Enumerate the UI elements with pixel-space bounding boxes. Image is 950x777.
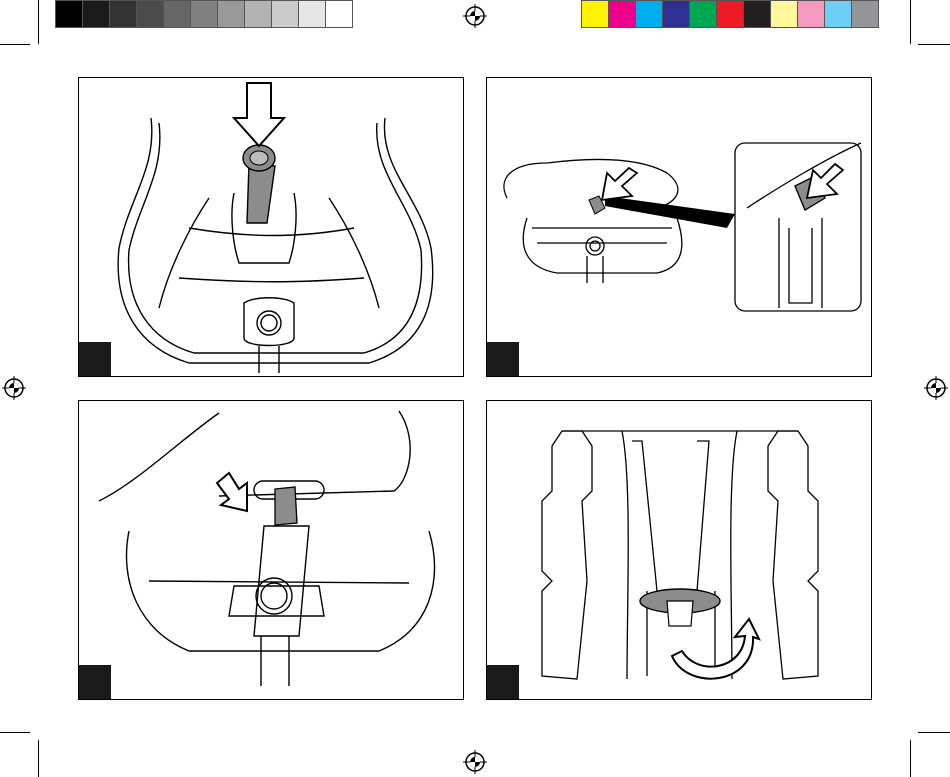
color-swatch [109, 0, 137, 28]
step-badge [79, 342, 111, 376]
push-arrow-icon [217, 473, 247, 511]
grayscale-calibration-bar [56, 0, 353, 30]
crop-mark [910, 740, 911, 777]
registration-mark-icon [463, 750, 487, 774]
registration-mark-icon [2, 376, 26, 400]
color-swatch [770, 0, 798, 28]
color-swatch [271, 0, 299, 28]
crop-mark [918, 44, 950, 45]
step-4-panel [486, 400, 872, 700]
step-1-panel [78, 77, 464, 377]
color-swatch [55, 0, 83, 28]
crop-mark [38, 0, 39, 44]
color-swatch [608, 0, 636, 28]
color-swatch [743, 0, 771, 28]
registration-mark-icon [924, 376, 948, 400]
press-diagonal-arrow-icon [602, 168, 637, 200]
step-badge [487, 665, 519, 699]
color-swatch [581, 0, 609, 28]
color-swatch [136, 0, 164, 28]
step-badge [79, 665, 111, 699]
color-swatch [190, 0, 218, 28]
step-2-panel [486, 77, 872, 377]
color-swatch [325, 0, 353, 28]
color-swatch [217, 0, 245, 28]
registration-mark-icon [463, 4, 487, 28]
color-swatch [298, 0, 326, 28]
crop-mark [910, 0, 911, 44]
color-swatch [635, 0, 663, 28]
step-badge [487, 342, 519, 376]
color-swatch [797, 0, 825, 28]
press-down-arrow-icon [234, 83, 284, 146]
color-swatch [662, 0, 690, 28]
step-3-panel [78, 400, 464, 700]
crop-mark [38, 740, 39, 777]
color-calibration-bar [582, 0, 879, 30]
crop-mark [0, 732, 30, 733]
color-swatch [82, 0, 110, 28]
color-swatch [163, 0, 191, 28]
crop-mark [918, 732, 950, 733]
color-swatch [689, 0, 717, 28]
color-swatch [716, 0, 744, 28]
crop-mark [0, 44, 30, 45]
color-swatch [851, 0, 879, 28]
color-swatch [244, 0, 272, 28]
color-swatch [824, 0, 852, 28]
